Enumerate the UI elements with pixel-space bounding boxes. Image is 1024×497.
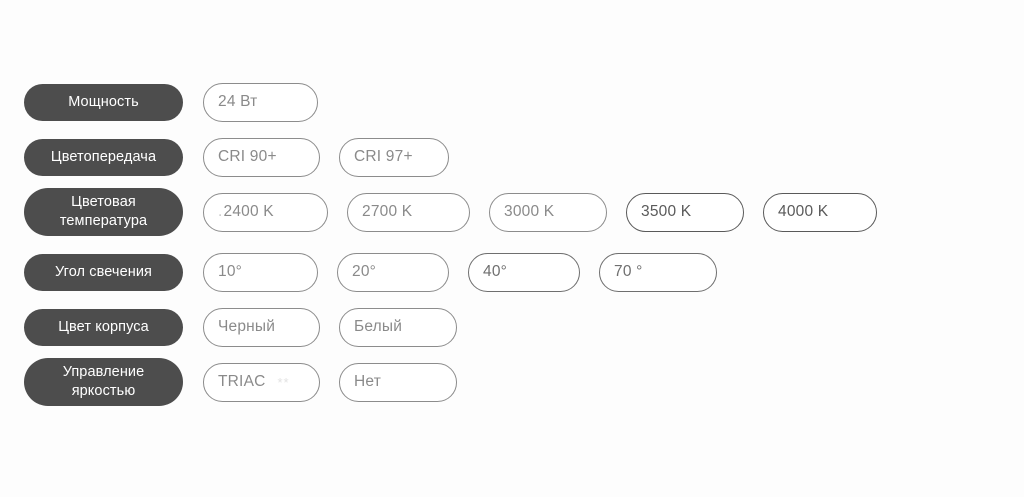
leading-dot-artifact: .: [218, 203, 223, 220]
asterisk-artifact: **: [277, 374, 290, 390]
option-pill-black[interactable]: Черный: [203, 307, 320, 347]
option-pill-70deg[interactable]: 70 °: [599, 252, 717, 292]
option-label: CRI 90+: [218, 148, 277, 165]
option-pill-20deg[interactable]: 20°: [337, 252, 449, 292]
row-label-beam-angle: Угол свечения: [24, 253, 183, 291]
row-label-line2: температура: [59, 213, 148, 229]
row-label-text: Угол свечения: [54, 263, 152, 280]
row-label-housing-color: Цвет корпуса: [24, 308, 183, 346]
row-label-line1: Цветовая: [71, 193, 136, 210]
option-group-beam-angle: 10° 20° 40° 70 °: [203, 250, 736, 294]
option-group-color-rendering: CRI 90+ CRI 97+: [203, 135, 468, 179]
option-label: 24 Вт: [218, 93, 258, 110]
option-pill-10deg[interactable]: 10°: [203, 252, 318, 292]
row-label-power: Мощность: [24, 83, 183, 121]
option-label: 4000 K: [778, 203, 829, 220]
option-label: 20°: [352, 263, 377, 280]
option-pill-40deg[interactable]: 40°: [468, 252, 580, 292]
row-label-color-rendering: Цветопередача: [24, 138, 183, 176]
option-label: 2400 K: [223, 203, 274, 220]
option-label: 10°: [218, 263, 243, 280]
option-pill-24vt[interactable]: 24 Вт: [203, 82, 318, 122]
option-pill-none[interactable]: Нет: [339, 362, 457, 402]
spec-row-power: Мощность 24 Вт: [0, 80, 318, 124]
option-label: CRI 97+: [354, 148, 413, 165]
option-label: 2700 K: [362, 203, 413, 220]
row-label-text: Мощность: [68, 93, 139, 110]
row-label-color-temperature: Цветовая температура: [24, 187, 183, 237]
spec-row-color-rendering: Цветопередача CRI 90+ CRI 97+: [0, 135, 449, 179]
option-pill-cri-90[interactable]: CRI 90+: [203, 137, 320, 177]
option-label: Черный: [218, 318, 276, 335]
option-pill-triac[interactable]: TRIAC **: [203, 362, 320, 402]
option-pill-white[interactable]: Белый: [339, 307, 457, 347]
row-label-text: Цвет корпуса: [58, 318, 149, 335]
option-label: 70 °: [614, 263, 643, 280]
option-group-color-temperature: . 2400 K 2700 K 3000 K 3500 K 4000 K: [203, 190, 896, 234]
row-label-line2: яркостью: [71, 383, 136, 399]
option-label: 3500 K: [641, 203, 692, 220]
option-group-power: 24 Вт: [203, 80, 337, 124]
option-pill-2400k[interactable]: . 2400 K: [203, 192, 328, 232]
option-label: TRIAC: [218, 373, 266, 390]
option-label: Нет: [354, 373, 381, 390]
option-pill-4000k[interactable]: 4000 K: [763, 192, 877, 232]
spec-row-color-temperature: Цветовая температура . 2400 K 2700 K 300…: [0, 187, 877, 237]
option-pill-3500k[interactable]: 3500 K: [626, 192, 744, 232]
option-group-housing-color: Черный Белый: [203, 305, 476, 349]
option-label: Белый: [354, 318, 403, 335]
option-pill-cri-97[interactable]: CRI 97+: [339, 137, 449, 177]
row-label-line1: Управление: [62, 363, 145, 380]
spec-row-dimming-control: Управление яркостью TRIAC ** Нет: [0, 357, 457, 407]
option-group-dimming-control: TRIAC ** Нет: [203, 360, 476, 404]
option-pill-2700k[interactable]: 2700 K: [347, 192, 470, 232]
spec-row-beam-angle: Угол свечения 10° 20° 40° 70 °: [0, 250, 717, 294]
option-label: 40°: [483, 263, 508, 280]
spec-row-housing-color: Цвет корпуса Черный Белый: [0, 305, 457, 349]
option-pill-3000k[interactable]: 3000 K: [489, 192, 607, 232]
row-label-text: Цветопередача: [50, 148, 157, 165]
row-label-dimming-control: Управление яркостью: [24, 357, 183, 407]
option-label: 3000 K: [504, 203, 555, 220]
